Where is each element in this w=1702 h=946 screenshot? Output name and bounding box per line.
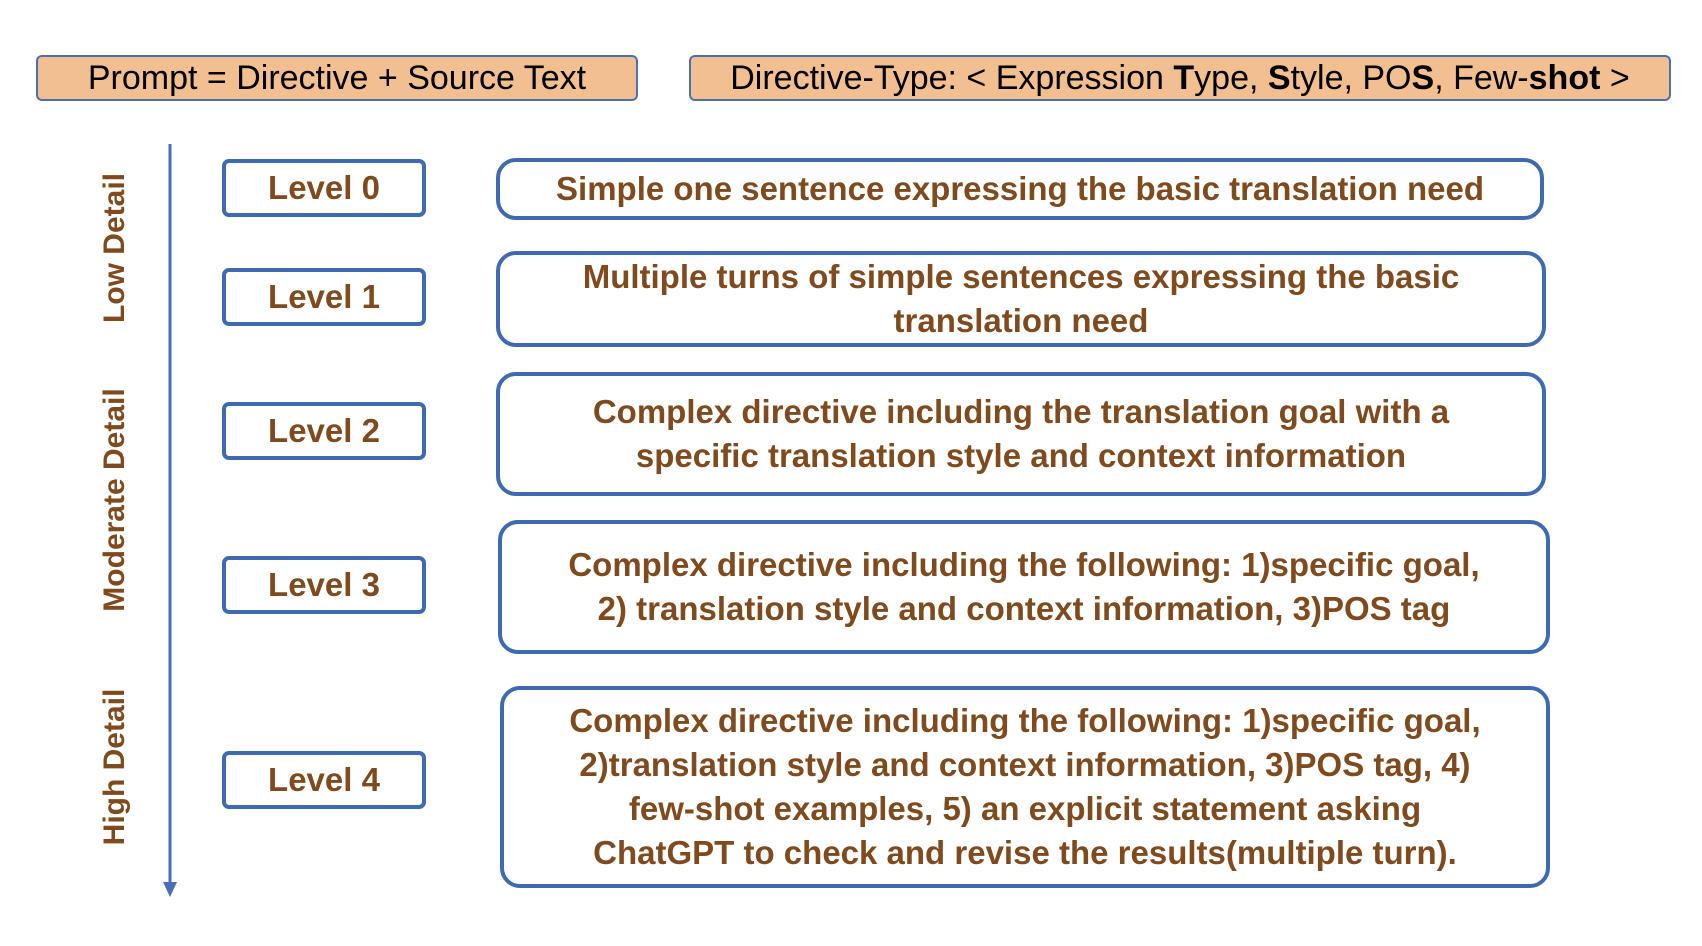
level-0-description: Simple one sentence expressing the basic… — [556, 170, 1484, 207]
level-1-description: Multiple turns of simple sentences expre… — [582, 258, 1460, 339]
directive-type-pos-s-bold: S — [1411, 58, 1435, 97]
group-label-moderate-detail: Moderate Detail — [98, 388, 131, 612]
directive-type-suffix: > — [1600, 58, 1630, 97]
directive-type-after-pos: , Few- — [1434, 58, 1529, 97]
level-0-box: Level 0 — [222, 159, 426, 217]
directive-type-after-t: ype, — [1194, 58, 1268, 97]
level-2-description: Complex directive including the translat… — [592, 393, 1450, 474]
directive-type-after-s: tyle, PO — [1290, 58, 1412, 97]
level-3-description-box: Complex directive including the followin… — [498, 520, 1550, 654]
level-4-description-box: Complex directive including the followin… — [500, 686, 1550, 888]
directive-type-shot-bold: shot — [1528, 58, 1601, 97]
level-4-description: Complex directive including the followin… — [569, 702, 1481, 871]
group-label-low-detail: Low Detail — [98, 172, 131, 324]
level-2-box: Level 2 — [222, 402, 426, 460]
prompt-formula-text: Prompt = Directive + Source Text — [87, 58, 587, 97]
group-label-high-detail: High Detail — [98, 688, 131, 846]
level-3-description: Complex directive including the followin… — [568, 546, 1480, 627]
level-3-box: Level 3 — [222, 556, 426, 614]
level-0-label: Level 0 — [268, 169, 380, 206]
prompt-formula-box: Prompt = Directive + Source Text — [36, 55, 638, 101]
level-1-label: Level 1 — [268, 278, 380, 315]
level-2-label: Level 2 — [268, 412, 380, 449]
axis-arrowhead — [163, 882, 177, 897]
directive-type-s-bold: S — [1267, 58, 1291, 97]
level-3-label: Level 3 — [268, 566, 380, 603]
directive-type-t-bold: T — [1173, 58, 1195, 97]
level-1-description-box: Multiple turns of simple sentences expre… — [496, 251, 1546, 347]
directive-type-prefix: Directive-Type: < Expression — [730, 58, 1174, 97]
directive-type-box: Directive-Type: < Expression Type, Style… — [689, 55, 1671, 101]
level-2-description-box: Complex directive including the translat… — [496, 372, 1546, 496]
level-4-label: Level 4 — [268, 761, 380, 798]
directive-type-text: Directive-Type: < Expression Type, Style… — [730, 59, 1629, 98]
level-4-box: Level 4 — [222, 751, 426, 809]
level-1-box: Level 1 — [222, 268, 426, 326]
level-0-description-box: Simple one sentence expressing the basic… — [496, 158, 1544, 220]
detail-axis-arrow — [163, 144, 177, 897]
